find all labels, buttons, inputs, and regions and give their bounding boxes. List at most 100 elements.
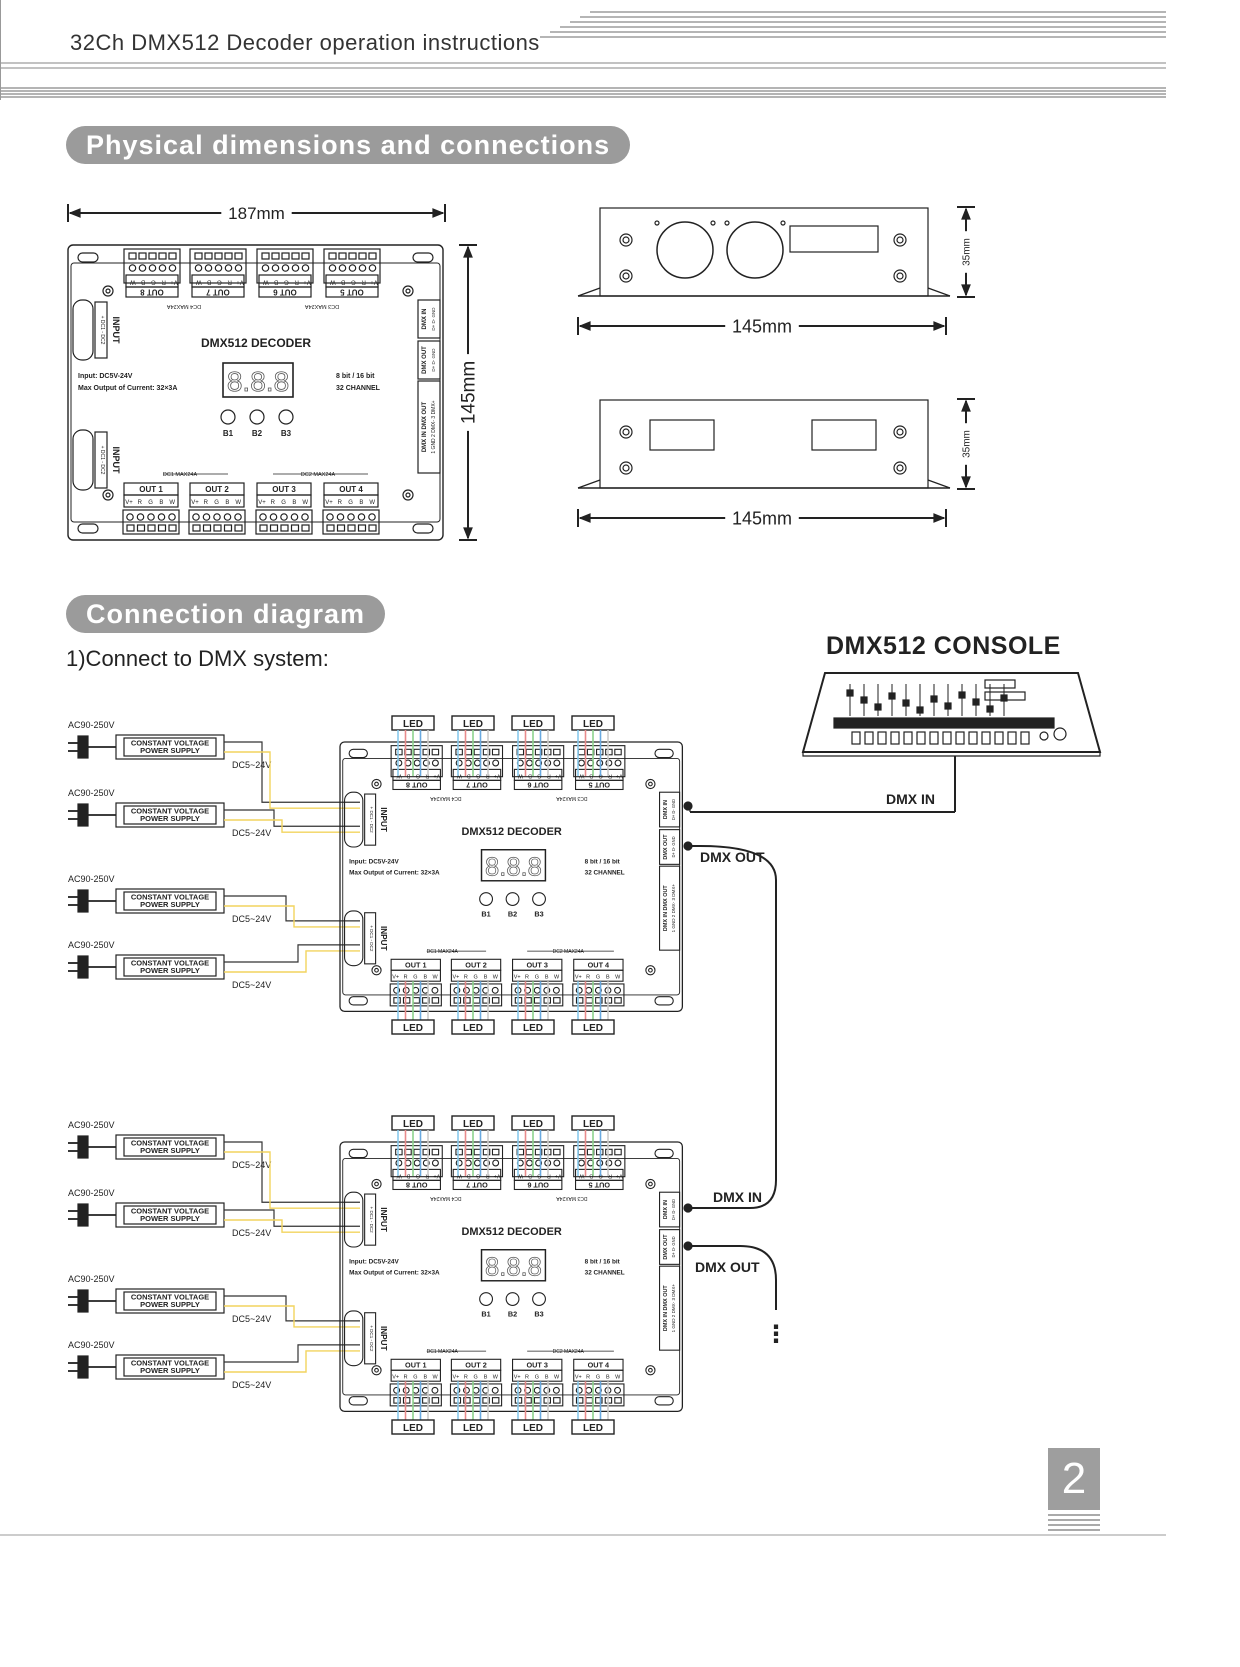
terminal-screw: [395, 759, 403, 767]
psu-box: [115, 888, 225, 914]
terminal-slot: [348, 252, 357, 260]
pin-label: V+: [325, 500, 333, 506]
terminal-slot: [192, 524, 201, 532]
pin-label: V+: [392, 974, 399, 980]
dc-voltage-label: DC5~24V: [232, 914, 271, 924]
ac-label: AC90-250V: [68, 1188, 115, 1198]
pin-label: W: [615, 974, 621, 980]
console-base: [802, 751, 1101, 757]
terminal-block: [512, 1145, 565, 1178]
terminal-screw: [491, 986, 499, 994]
button: [505, 1292, 520, 1306]
pin-label: V+: [453, 1374, 460, 1380]
ac-label: AC90-250V: [68, 940, 115, 950]
console-key: [890, 731, 900, 745]
seg-display: [480, 849, 547, 882]
dmx-out-cable: [692, 1245, 777, 1310]
terminal-screw: [158, 264, 167, 272]
terminal-slot: [614, 997, 622, 1004]
dc-label: DC1 MAX24A: [163, 472, 198, 478]
terminal-screw: [473, 1159, 481, 1167]
terminal-screw: [259, 513, 267, 521]
terminal-screw: [261, 264, 270, 272]
terminal-slot: [412, 997, 420, 1004]
terminal-screw: [533, 1386, 541, 1394]
terminal-screw: [431, 759, 439, 767]
console-key: [864, 731, 874, 745]
pin-label: W: [196, 279, 202, 285]
button-label: B2: [508, 1309, 517, 1318]
psu-label-line2: POWER SUPPLY: [140, 900, 200, 909]
mount-slot: [654, 996, 674, 1006]
side-screw: [619, 269, 633, 283]
psu-box: [115, 1354, 225, 1380]
terminal-slot: [147, 524, 156, 532]
terminal-slot: [402, 997, 411, 1004]
terminal-slot: [455, 1148, 463, 1156]
pin-label: B: [141, 279, 145, 285]
pin-label: R: [271, 500, 276, 506]
input-label: INPUT: [111, 317, 121, 345]
pin-label: B: [589, 1173, 593, 1179]
terminal-screw: [585, 1386, 593, 1394]
input-label: INPUT: [379, 1207, 388, 1232]
out-label: OUT 3: [526, 961, 548, 970]
side-window: [789, 225, 879, 253]
terminal-screw: [585, 986, 593, 994]
pin-label: W: [554, 1374, 560, 1380]
side-body: [599, 399, 929, 489]
side-screw-core: [622, 272, 630, 280]
terminal-screw: [431, 1386, 439, 1394]
out-label-box: [575, 1179, 624, 1191]
pin-label: V+: [433, 1173, 440, 1179]
pin-label: R: [586, 974, 590, 980]
console-key: [877, 731, 887, 745]
console-screen: [984, 679, 1016, 689]
power-wire-neg: [224, 1209, 360, 1227]
dmx-out-label: DMX OUT: [663, 1234, 669, 1260]
side-screw: [893, 425, 907, 439]
terminal-screw: [462, 1386, 470, 1394]
pin-row: [390, 969, 441, 982]
terminal-block: [389, 1383, 442, 1407]
input-label: INPUT: [111, 447, 121, 475]
seg-display: [480, 1249, 547, 1282]
fader-knob: [860, 696, 868, 704]
terminal-block: [256, 248, 314, 284]
terminal-screw: [525, 1159, 533, 1167]
terminal-block: [123, 248, 181, 284]
out-label: OUT 4: [339, 485, 363, 494]
terminal-slot: [395, 1148, 403, 1156]
decoder-name: DMX512 DECODER: [201, 336, 311, 350]
dmx-xlr-block: [417, 380, 441, 474]
fader-knob: [916, 706, 924, 714]
pin-label: W: [493, 1374, 499, 1380]
dmx-xlr-block: [659, 865, 681, 951]
pin-label: W: [169, 500, 175, 506]
console-key: [929, 731, 939, 745]
terminal-slot: [326, 524, 335, 532]
terminal-block: [323, 248, 381, 284]
decoder-bits: 8 bit / 16 bit: [585, 1258, 621, 1265]
pin-label: B: [467, 773, 471, 779]
dmx-in-label: DMX IN: [663, 800, 669, 819]
led-label: LED: [463, 1119, 483, 1130]
fader-knob: [874, 703, 882, 711]
pin-label: W: [302, 500, 308, 506]
led-label: LED: [523, 1423, 543, 1434]
out-label: OUT 8: [406, 781, 428, 790]
terminal-slot: [595, 997, 603, 1004]
pin-label: V+: [125, 500, 133, 506]
fader-knob: [1000, 694, 1008, 702]
dim-arrow: [961, 207, 971, 220]
screw-core: [105, 288, 111, 294]
pin-label: R: [404, 974, 408, 980]
psu-label-line1: CONSTANT VOLTAGE: [131, 739, 209, 748]
button: [278, 409, 294, 425]
dmx-out-label: DMX OUT: [422, 346, 428, 374]
terminal-slot: [595, 1397, 603, 1404]
screw: [645, 1365, 656, 1376]
